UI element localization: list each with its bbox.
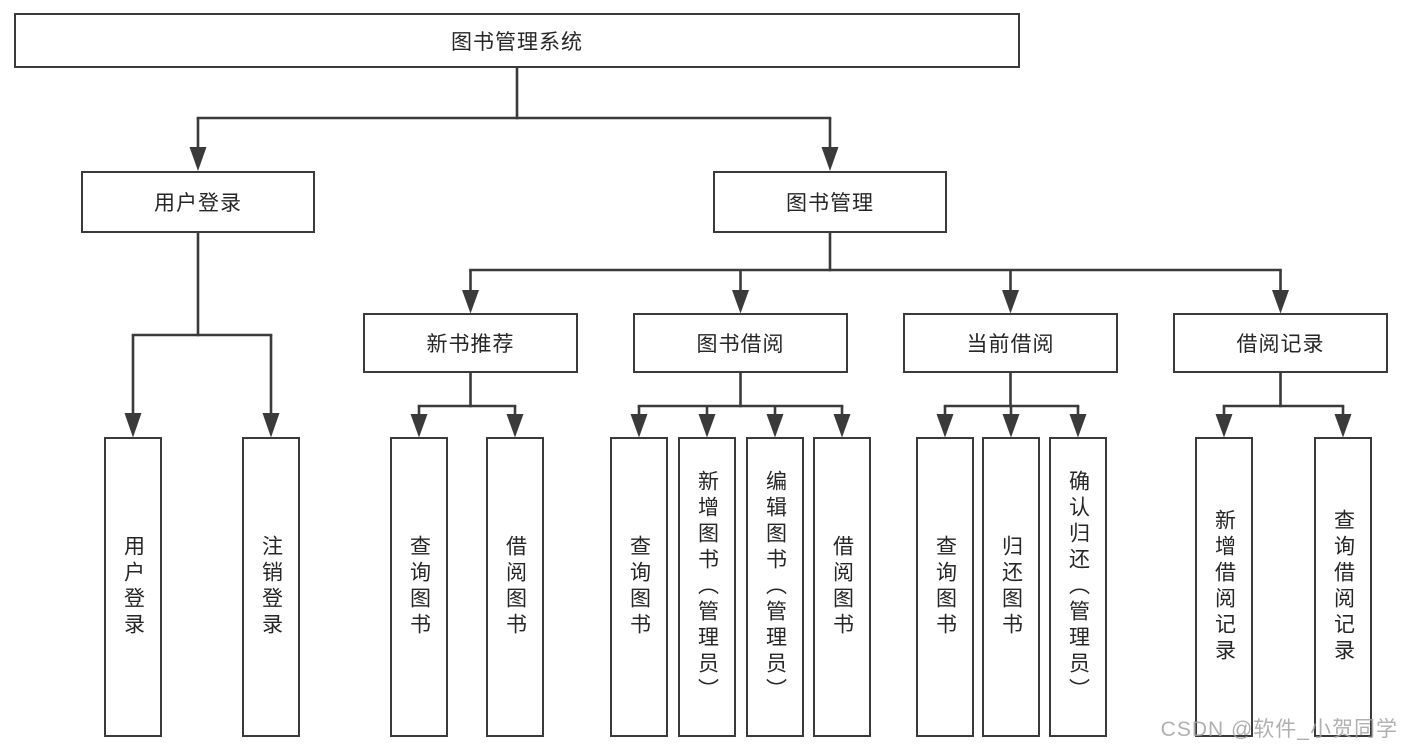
node-bb-borrow-books: 借阅图书 xyxy=(813,437,871,737)
node-new-book-recommend: 新书推荐 xyxy=(363,313,578,373)
node-cb-confirm-return-admin: 确认归还（管理员） xyxy=(1049,437,1107,737)
node-user-login-action: 用户登录 xyxy=(104,437,162,737)
node-cb-query-books: 查询图书 xyxy=(916,437,974,737)
node-nb-query-books: 查询图书 xyxy=(390,437,448,737)
node-nb-borrow-books: 借阅图书 xyxy=(486,437,544,737)
node-current-borrowing-label: 当前借阅 xyxy=(966,333,1055,356)
node-user-login-action-label: 用户登录 xyxy=(121,535,145,639)
node-user-login: 用户登录 xyxy=(81,171,315,233)
node-br-query-record-label: 查询借阅记录 xyxy=(1331,509,1355,665)
connector-root-to-level2 xyxy=(189,66,839,171)
node-current-borrowing: 当前借阅 xyxy=(903,313,1118,373)
node-borrow-records: 借阅记录 xyxy=(1173,313,1388,373)
connector-book-management-children xyxy=(462,233,1289,314)
node-br-query-record: 查询借阅记录 xyxy=(1314,437,1372,737)
node-logout-label: 注销登录 xyxy=(259,535,283,639)
node-bb-edit-book-admin: 编辑图书（管理员） xyxy=(746,437,804,737)
node-new-book-recommend-label: 新书推荐 xyxy=(426,333,515,356)
node-root-label: 图书管理系统 xyxy=(451,30,583,54)
connector-user-login-children xyxy=(124,233,280,438)
watermark: CSDN @软件_小贺同学 xyxy=(1160,718,1398,741)
node-cb-return-books: 归还图书 xyxy=(982,437,1040,737)
node-cb-confirm-return-admin-label: 确认归还（管理员） xyxy=(1066,470,1090,704)
node-book-borrowing-label: 图书借阅 xyxy=(696,333,785,356)
node-nb-borrow-books-label: 借阅图书 xyxy=(503,535,527,639)
node-cb-query-books-label: 查询图书 xyxy=(933,535,957,639)
node-root: 图书管理系统 xyxy=(14,13,1020,68)
connector-new-book-children xyxy=(410,373,524,438)
node-bb-add-book-admin: 新增图书（管理员） xyxy=(678,437,736,737)
node-book-management: 图书管理 xyxy=(713,171,947,233)
node-bb-edit-book-admin-label: 编辑图书（管理员） xyxy=(763,470,787,704)
node-bb-borrow-books-label: 借阅图书 xyxy=(830,535,854,639)
node-user-login-label: 用户登录 xyxy=(154,192,242,215)
node-borrow-records-label: 借阅记录 xyxy=(1236,333,1325,356)
node-cb-return-books-label: 归还图书 xyxy=(999,535,1023,639)
node-bb-query-books: 查询图书 xyxy=(610,437,668,737)
node-bb-query-books-label: 查询图书 xyxy=(627,535,651,639)
connector-book-borrowing-children xyxy=(630,373,851,438)
node-logout: 注销登录 xyxy=(242,437,300,737)
connector-current-borrowing-children xyxy=(936,373,1087,438)
node-bb-add-book-admin-label: 新增图书（管理员） xyxy=(695,470,719,704)
node-br-add-record: 新增借阅记录 xyxy=(1195,437,1253,737)
connector-borrow-records-children xyxy=(1215,373,1352,438)
node-book-borrowing: 图书借阅 xyxy=(633,313,848,373)
node-br-add-record-label: 新增借阅记录 xyxy=(1212,509,1236,665)
node-nb-query-books-label: 查询图书 xyxy=(407,535,431,639)
node-book-management-label: 图书管理 xyxy=(786,192,874,215)
